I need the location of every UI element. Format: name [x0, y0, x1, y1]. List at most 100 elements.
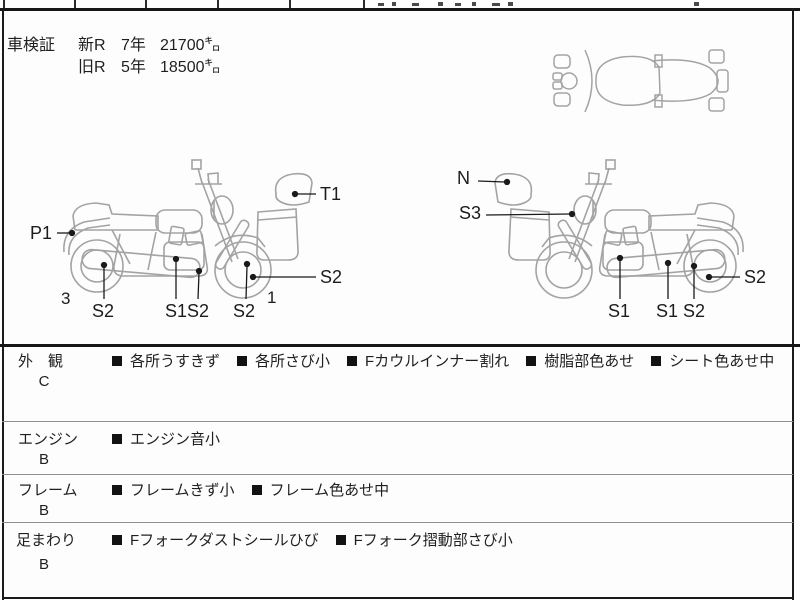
damage-label-p1: P1	[30, 223, 53, 243]
header-cell-divider	[74, 0, 76, 8]
leader-s2-front-wheel	[249, 273, 316, 281]
registration-years-new: 7年	[121, 37, 146, 54]
bullet-icon	[112, 484, 122, 495]
leader-s2-muffler-right	[690, 262, 698, 299]
leader-s1-engine-left	[172, 255, 180, 299]
left-border-line	[2, 8, 4, 600]
leader-s2-rear-wheel	[705, 273, 740, 281]
leader-p1	[57, 229, 76, 237]
grade-value: C	[38, 373, 50, 390]
bullet-icon	[347, 355, 358, 366]
registration-era-old: 旧R	[78, 59, 106, 76]
header-cell-divider	[145, 0, 147, 8]
bullet-icon	[651, 355, 662, 366]
category-label: 足まわり	[16, 532, 77, 549]
condition-item-text: エンジン音小	[130, 431, 221, 448]
condition-items: Fフォークダストシールひび Fフォーク摺動部さび小	[112, 529, 513, 550]
category-label: 外 観	[18, 353, 64, 370]
category-label: フレーム	[18, 482, 78, 499]
bottom-border-line	[2, 597, 793, 599]
damage-label-s2-front-wheel: S2	[320, 267, 343, 287]
grade-value: B	[38, 451, 49, 468]
registration-era-new: 新R	[78, 37, 106, 54]
condition-item-text: フレームきず小	[130, 482, 235, 499]
grade-value: B	[38, 556, 49, 573]
damage-label-s3: S3	[459, 203, 482, 223]
condition-items: フレームきず小 フレーム色あせ中	[112, 479, 389, 500]
leader-t1	[291, 190, 316, 198]
bullet-icon	[237, 355, 248, 366]
bullet-icon	[112, 534, 122, 545]
text-remnant	[472, 2, 476, 6]
condition-item-text: Fフォーク摺動部さび小	[353, 532, 513, 549]
row-separator	[2, 421, 793, 422]
damage-label-s1-engine-right: S1	[608, 301, 631, 321]
condition-item: Fフォークダストシールひび	[112, 529, 319, 550]
wheel-marker-1: 1	[267, 288, 277, 307]
wheel-marker-3: 3	[61, 289, 71, 308]
bullet-icon	[112, 355, 122, 366]
condition-items: エンジン音小	[112, 428, 220, 449]
condition-item: Fカウルインナー割れ	[347, 350, 509, 371]
leader-s3	[485, 210, 576, 218]
right-border-line	[792, 8, 794, 600]
registration-mileage-old: 18500㌔	[160, 59, 221, 76]
condition-item: 各所さび小	[237, 350, 330, 371]
damage-label-s2-engine-left: S2	[187, 301, 210, 321]
text-remnant	[492, 3, 500, 6]
leader-n	[477, 178, 511, 186]
damage-label-t1: T1	[320, 184, 342, 204]
condition-item-text: フレーム色あせ中	[269, 482, 390, 499]
leader-s1-engine-right	[616, 254, 624, 299]
row-separator	[2, 474, 793, 475]
condition-item: フレーム色あせ中	[251, 479, 390, 500]
leader-s2-fork-left	[243, 260, 251, 300]
damage-label-s2-rear-wheel: S2	[744, 267, 767, 287]
condition-item-text: Fカウルインナー割れ	[365, 353, 510, 370]
damage-label-s1-frame-right: S1	[656, 301, 679, 321]
top-border-line	[0, 8, 800, 11]
leader-s1-frame-right	[664, 259, 672, 299]
bullet-icon	[112, 433, 122, 444]
condition-item: シート色あせ中	[651, 350, 774, 371]
damage-label-s2-muffler-right: S2	[683, 301, 706, 321]
condition-item: Fフォーク摺動部さび小	[335, 529, 513, 550]
bullet-icon	[526, 355, 537, 366]
text-remnant	[508, 2, 513, 6]
leader-lines	[57, 178, 740, 300]
condition-item-text: 各所うすきず	[130, 353, 221, 370]
condition-item-text: シート色あせ中	[669, 353, 775, 370]
text-remnant	[455, 3, 461, 6]
text-remnant	[694, 2, 699, 6]
bullet-icon	[251, 484, 262, 495]
text-remnant	[412, 3, 419, 6]
damage-label-s2-fork-left: S2	[233, 301, 256, 321]
leader-s2-muffler-left	[100, 261, 108, 299]
leader-s2-engine-left	[195, 267, 203, 300]
text-remnant	[378, 3, 384, 6]
header-cell-divider	[289, 0, 291, 8]
text-remnant	[438, 2, 443, 6]
damage-label-n: N	[457, 168, 470, 188]
text-remnant	[392, 2, 396, 6]
condition-item-text: Fフォークダストシールひび	[130, 532, 319, 549]
row-separator	[2, 522, 793, 523]
condition-item: 樹脂部色あせ	[526, 350, 634, 371]
category-label: エンジン	[18, 431, 79, 448]
header-cell-divider	[363, 0, 365, 8]
condition-item-text: 各所さび小	[255, 353, 331, 370]
condition-item: 各所うすきず	[112, 350, 220, 371]
registration-mileage-new: 21700㌔	[160, 37, 221, 54]
bullet-icon	[335, 534, 346, 545]
registration-years-old: 5年	[121, 59, 146, 76]
condition-items: 各所うすきず 各所さび小 Fカウルインナー割れ 樹脂部色あせ シート色あせ中	[112, 350, 774, 371]
header-cell-divider	[3, 0, 5, 8]
header-cell-divider	[217, 0, 219, 8]
grade-value: B	[38, 502, 49, 519]
damage-label-s1-engine-left: S1	[165, 301, 188, 321]
table-top-line	[0, 344, 800, 347]
condition-item: フレームきず小	[112, 479, 235, 500]
bike-top-view	[552, 49, 729, 113]
